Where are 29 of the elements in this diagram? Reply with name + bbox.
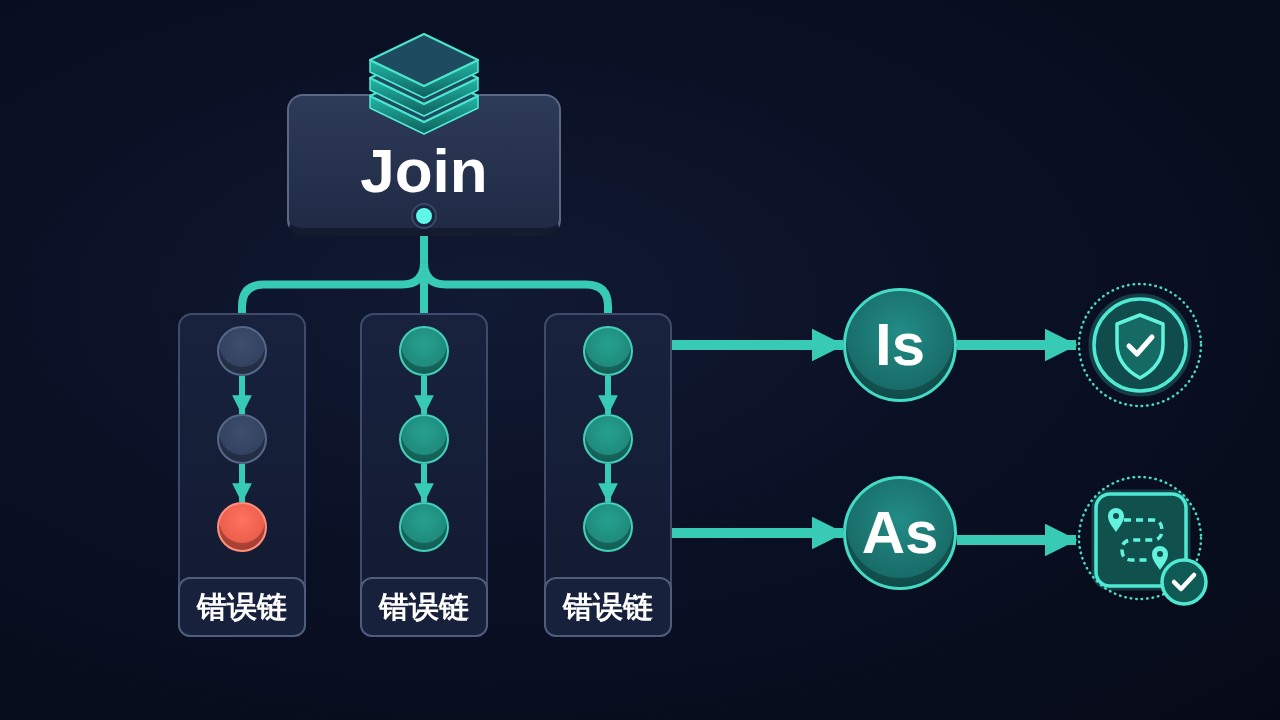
node-circle — [217, 326, 267, 376]
node-circle — [217, 414, 267, 464]
node-label: Join — [360, 140, 488, 202]
chain-label: 错误链 — [544, 577, 672, 637]
shield-check-icon — [1076, 281, 1204, 409]
node-label: As — [861, 501, 939, 565]
arrow — [957, 523, 1078, 557]
node-circle — [399, 502, 449, 552]
node-label: Is — [874, 313, 925, 377]
chain-label: 错误链 — [360, 577, 488, 637]
node-circle — [217, 502, 267, 552]
arrow — [598, 464, 618, 503]
arrow — [672, 516, 845, 550]
chain-panel — [178, 313, 306, 637]
arrow — [672, 328, 845, 362]
chain-panel — [544, 313, 672, 637]
node-circle — [399, 326, 449, 376]
chain-label: 错误链 — [178, 577, 306, 637]
arrow — [232, 464, 252, 503]
chain-panel — [360, 313, 488, 637]
arrow — [232, 376, 252, 415]
node-circle — [583, 414, 633, 464]
node-circle — [583, 502, 633, 552]
arrow — [414, 376, 434, 415]
arrow — [598, 376, 618, 415]
arrow — [414, 464, 434, 503]
node-circle — [583, 326, 633, 376]
node-circle — [399, 414, 449, 464]
arrow — [957, 328, 1078, 362]
